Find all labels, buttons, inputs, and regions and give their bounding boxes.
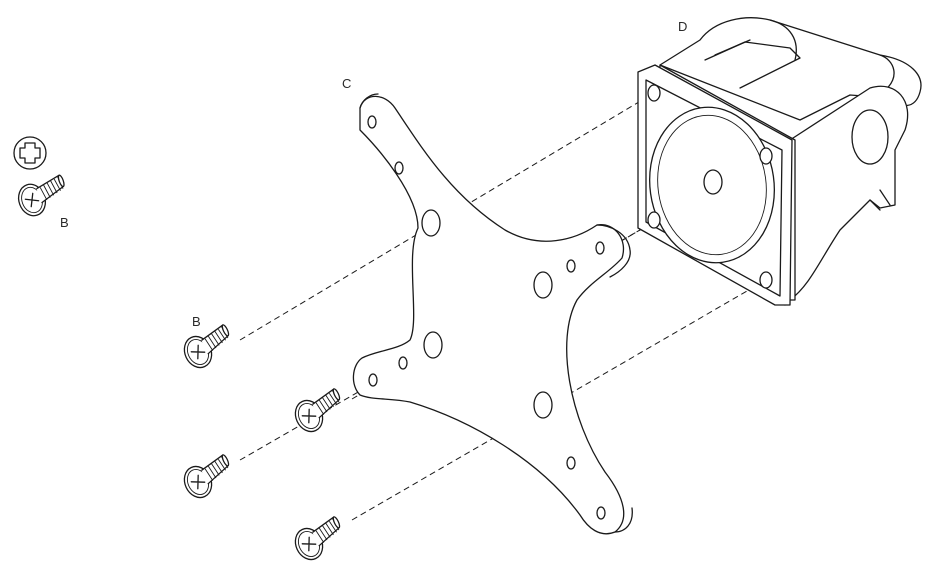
screw-callout-label: B — [192, 314, 201, 329]
screw-1-icon — [178, 321, 239, 373]
head-label: D — [678, 19, 687, 34]
adapter-plate — [352, 93, 633, 535]
screw-2-icon — [289, 385, 350, 437]
screw-3-icon — [178, 451, 239, 503]
legend-screw-label: B — [60, 215, 69, 230]
legend-phillips-icon — [13, 136, 47, 170]
plate-label: C — [342, 76, 351, 91]
screw-4-icon — [289, 513, 350, 565]
legend-screw-icon — [13, 172, 72, 221]
mount-head — [637, 17, 922, 306]
